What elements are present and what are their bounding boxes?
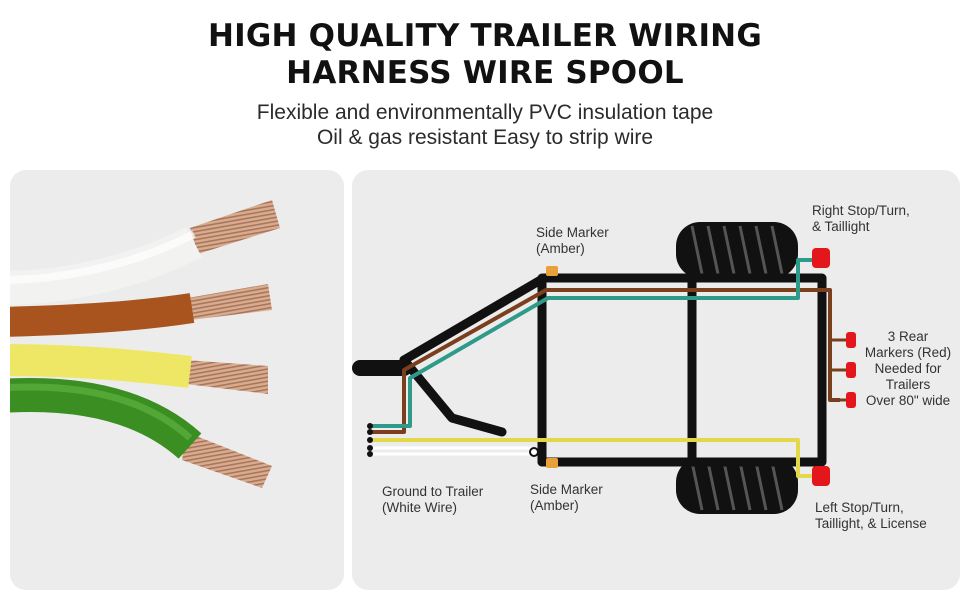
label-side-marker-bottom: Side Marker (Amber) [530, 482, 603, 514]
white-wire-highlight [10, 230, 196, 284]
label-side-marker-top-line-1: Side Marker [536, 225, 609, 240]
rear-marker-lights [846, 332, 856, 408]
label-side-marker-top-line-2: (Amber) [536, 241, 585, 256]
label-rear-markers-line-2: Markers (Red) [864, 345, 952, 360]
label-rear-markers-line-4: Trailers [885, 377, 931, 392]
subtitle-line-1: Flexible and environmentally PVC insulat… [256, 101, 714, 124]
wire-photo-illustration [10, 200, 280, 488]
label-rear-markers-line-5: Over 80" wide [865, 393, 951, 408]
ground-screw-icon [529, 447, 539, 457]
page-title: HIGH QUALITY TRAILER WIRING HARNESS WIRE… [0, 18, 970, 92]
label-rear-markers-line-3: Needed for [874, 361, 942, 376]
copper-end-yellow [186, 360, 268, 394]
green-wire-run [372, 258, 814, 428]
title-line-2: HARNESS WIRE SPOOL [286, 55, 684, 91]
title-line-1: HIGH QUALITY TRAILER WIRING [208, 18, 762, 54]
bottom-tire [676, 458, 798, 514]
wiring-diagram-panel: Side Marker (Amber) Right Stop/Turn, & T… [352, 170, 960, 590]
subtitle-line-2: Oil & gas resistant Easy to strip wire [316, 126, 654, 149]
label-right-stop-line-2: & Taillight [812, 219, 870, 234]
white-wire-run [372, 446, 532, 456]
brown-wire [10, 293, 195, 337]
white-wire [10, 226, 202, 305]
label-side-marker-bottom-line-2: (Amber) [530, 498, 579, 513]
label-ground-line-1: Ground to Trailer [382, 484, 484, 499]
label-right-stop-turn: Right Stop/Turn, & Taillight [812, 203, 910, 235]
label-side-marker-top: Side Marker (Amber) [536, 225, 609, 257]
copper-ends [182, 200, 280, 488]
label-left-stop-line-2: Taillight, & License [815, 516, 927, 531]
page-subtitle: Flexible and environmentally PVC insulat… [0, 100, 970, 150]
label-ground-to-trailer: Ground to Trailer (White Wire) [382, 484, 483, 516]
copper-end-brown [188, 284, 272, 320]
right-stop-light [812, 248, 830, 268]
label-right-stop-line-1: Right Stop/Turn, [812, 203, 910, 218]
green-wire [10, 377, 202, 459]
copper-end-green [182, 432, 272, 488]
connector-plug-ends [367, 423, 373, 457]
top-tire [676, 222, 798, 278]
copper-end-white [190, 200, 280, 254]
label-side-marker-bottom-line-1: Side Marker [530, 482, 603, 497]
label-left-stop-line-1: Left Stop/Turn, [815, 500, 904, 515]
yellow-wire-run [372, 438, 814, 478]
label-rear-markers-line-1: 3 Rear [887, 329, 929, 344]
label-left-stop-turn: Left Stop/Turn, Taillight, & License [815, 500, 927, 532]
left-stop-light [812, 466, 830, 486]
trailer-frame [352, 273, 827, 467]
trailer-wiring-diagram [352, 222, 856, 514]
yellow-wire [10, 344, 192, 388]
label-ground-line-2: (White Wire) [382, 500, 457, 515]
wire-photo-panel [10, 170, 344, 590]
green-wire-highlight [10, 383, 193, 441]
rear-marker-wires [830, 338, 846, 402]
label-rear-markers: 3 Rear Markers (Red) Needed for Trailers… [858, 329, 958, 409]
side-marker-bottom-light [546, 458, 558, 468]
side-marker-top-light [546, 266, 558, 276]
